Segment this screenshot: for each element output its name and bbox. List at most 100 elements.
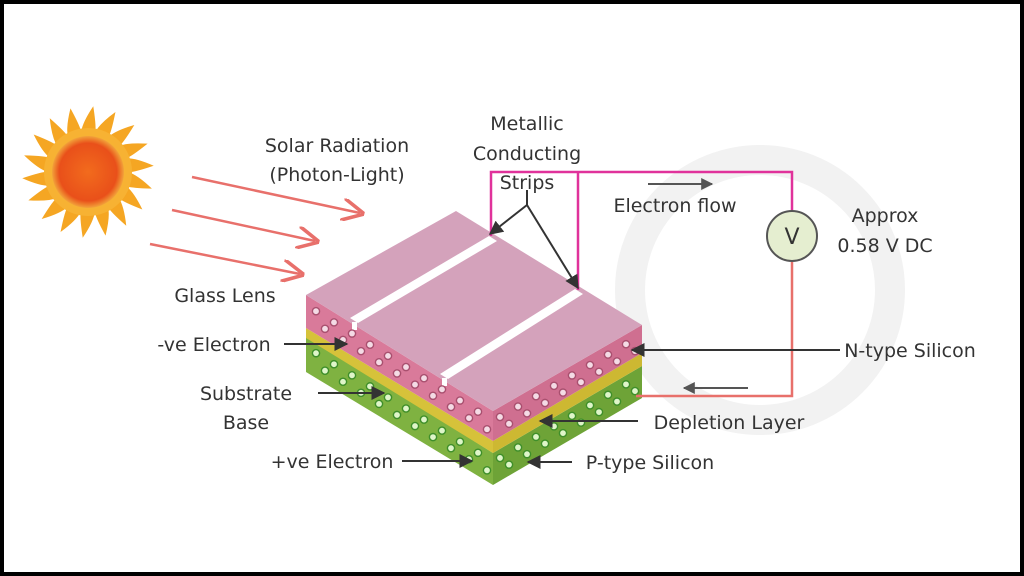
positive-electron-dot bbox=[621, 380, 631, 389]
positive-electron-dot bbox=[540, 439, 550, 448]
circuit-wire-return bbox=[636, 262, 794, 398]
approx-label: Approx bbox=[852, 205, 919, 227]
positive-electron-dot bbox=[495, 453, 505, 463]
negative-electron-dot bbox=[531, 391, 541, 401]
positive-electron-dot bbox=[630, 386, 640, 396]
negative-electron-dot bbox=[621, 339, 631, 349]
negative-electron-dot bbox=[630, 346, 640, 356]
positive-electron-dot bbox=[612, 397, 622, 406]
negative-electron-dot bbox=[455, 396, 465, 405]
negative-electron-dot bbox=[549, 381, 559, 391]
metal-strip bbox=[440, 289, 583, 379]
positive-electron-dot bbox=[437, 426, 447, 435]
positive-electron-dot bbox=[392, 410, 402, 420]
strip-pointer bbox=[526, 204, 579, 290]
strip-edge bbox=[442, 378, 447, 386]
depletion-layer-left bbox=[306, 328, 493, 453]
negative-electron-dot bbox=[603, 350, 613, 359]
p-type-label: P-type Silicon bbox=[586, 452, 714, 474]
negative-electron-dot bbox=[446, 402, 456, 412]
negative-electron-dot bbox=[522, 409, 532, 418]
negative-electron-dot bbox=[329, 318, 339, 327]
electron-flow-label: Electron flow bbox=[613, 195, 736, 217]
glass-top bbox=[306, 211, 642, 411]
negative-electron-dot bbox=[347, 329, 357, 338]
light-ray bbox=[171, 208, 315, 241]
strip-pointer bbox=[488, 204, 528, 235]
metallic-label-2: Conducting bbox=[473, 143, 581, 165]
positive-electron-dot bbox=[522, 449, 532, 459]
negative-electron-dot bbox=[612, 357, 622, 366]
n-type-label: N-type Silicon bbox=[844, 340, 976, 362]
negative-electron-dot bbox=[576, 377, 586, 387]
negative-electron-dot bbox=[567, 371, 577, 380]
positive-electron-dot bbox=[482, 466, 492, 475]
voltmeter-icon: V bbox=[766, 210, 818, 262]
positive-electron-dot bbox=[558, 428, 568, 438]
negative-electron-dot bbox=[419, 373, 429, 383]
positive-electron-dot bbox=[446, 443, 456, 453]
positive-electron-dot bbox=[410, 421, 420, 431]
solar-cell bbox=[306, 211, 642, 485]
strip-edge bbox=[352, 322, 357, 330]
negative-electron-dot bbox=[504, 419, 514, 429]
negative-electron-dot bbox=[392, 369, 402, 378]
positive-electron-dot bbox=[603, 390, 613, 400]
negative-electron-dot bbox=[410, 380, 420, 389]
positive-electron-dot bbox=[567, 411, 577, 421]
negative-electron-dot bbox=[473, 407, 483, 416]
negative-electron-dot bbox=[558, 388, 568, 397]
positive-electron-dot bbox=[428, 432, 438, 442]
positive-electron-dot bbox=[320, 366, 330, 375]
metallic-label-3: Strips bbox=[500, 172, 555, 194]
positive-electron-dot bbox=[455, 437, 465, 447]
positive-electron-dot bbox=[513, 443, 523, 452]
negative-electron-dot bbox=[540, 398, 550, 408]
sun-ray-spikes bbox=[22, 106, 154, 238]
glass-lens-label: Glass Lens bbox=[174, 285, 275, 307]
positive-electron-dot bbox=[347, 370, 357, 380]
positive-electron-dot bbox=[585, 401, 595, 410]
positive-electron-dot bbox=[419, 415, 429, 424]
negative-electron-dot bbox=[365, 340, 375, 350]
depletion-layer-right bbox=[493, 353, 642, 453]
neg-electron-label: -ve Electron bbox=[157, 334, 270, 356]
positive-electron-dot bbox=[504, 460, 514, 469]
positive-electron-dot bbox=[365, 382, 375, 391]
negative-electron-dot bbox=[374, 357, 384, 367]
light-ray bbox=[191, 175, 360, 213]
sun-icon bbox=[22, 106, 154, 238]
negative-electron-dot bbox=[495, 412, 505, 422]
positive-electron-dot bbox=[374, 399, 384, 409]
positive-electron-dot bbox=[311, 348, 321, 358]
negative-electron-dot bbox=[437, 385, 447, 394]
voltage-label: 0.58 V DC bbox=[837, 235, 932, 257]
negative-electron-dot bbox=[585, 360, 595, 370]
negative-electron-dot bbox=[594, 367, 604, 377]
metallic-label-1: Metallic bbox=[490, 113, 563, 135]
negative-electron-dot bbox=[311, 306, 321, 316]
metal-strip bbox=[350, 236, 497, 323]
negative-electron-dot bbox=[383, 351, 393, 361]
negative-electron-dot bbox=[513, 402, 523, 411]
negative-electron-dot bbox=[338, 335, 348, 345]
negative-electron-dot bbox=[356, 346, 366, 356]
base-label: Base bbox=[223, 412, 269, 434]
positive-electron-dot bbox=[401, 404, 411, 413]
substrate-label: Substrate bbox=[200, 383, 292, 405]
voltmeter-symbol: V bbox=[784, 225, 799, 250]
negative-electron-dot bbox=[464, 413, 474, 423]
positive-electron-dot bbox=[383, 393, 393, 402]
watermark-ring bbox=[615, 145, 905, 435]
negative-electron-dot bbox=[482, 424, 492, 434]
positive-electron-dot bbox=[594, 407, 604, 417]
positive-electron-dot bbox=[549, 422, 559, 431]
negative-electron-dot bbox=[320, 324, 330, 334]
pos-electron-label: +ve Electron bbox=[271, 451, 394, 473]
depletion-label: Depletion Layer bbox=[654, 412, 805, 434]
positive-electron-dot bbox=[329, 359, 339, 369]
circuit-wire bbox=[489, 170, 794, 236]
